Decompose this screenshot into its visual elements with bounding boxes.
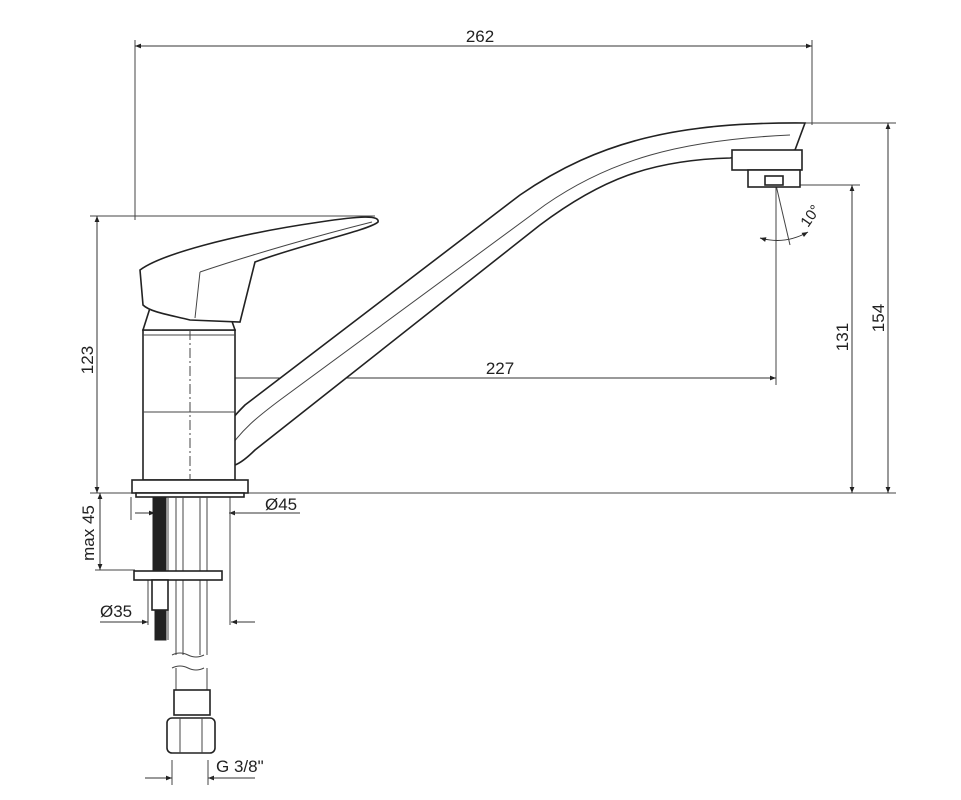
lever-handle — [139, 216, 379, 323]
washer — [133, 570, 223, 581]
nut — [151, 579, 169, 611]
hex-fitting — [166, 717, 216, 754]
connector — [173, 689, 211, 716]
dim-thread-label: G 3/8" — [216, 757, 264, 776]
dim-262-label: 262 — [466, 27, 494, 46]
dim-max45-label: max 45 — [79, 505, 98, 561]
dim-123-label: 123 — [78, 346, 97, 374]
dim-d45-label: Ø45 — [265, 495, 297, 514]
dim-154-label: 154 — [869, 304, 888, 332]
aerator-housing — [731, 149, 803, 171]
threaded-rod — [152, 496, 167, 571]
dim-d35-label: Ø35 — [100, 602, 132, 621]
dim-227-label: 227 — [486, 359, 514, 378]
base-plate — [131, 479, 249, 494]
dim-angle-label: 10° — [797, 202, 824, 230]
spout — [214, 122, 807, 468]
dim-angle — [759, 231, 809, 242]
faucet-body — [142, 329, 236, 481]
dim-131-label: 131 — [833, 323, 852, 351]
